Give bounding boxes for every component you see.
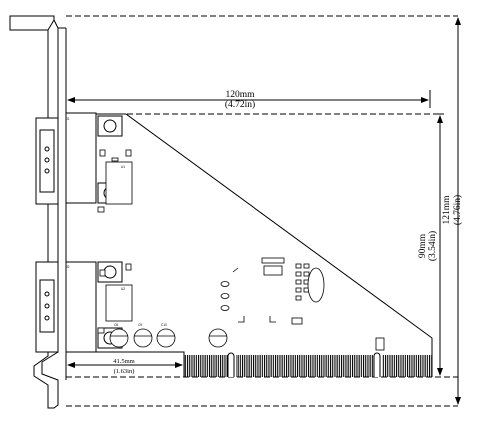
cap-label-c9: C9	[138, 323, 142, 327]
board-height-metric-label: 90mm	[418, 233, 428, 258]
full-height-label-group: 121mm (4.76in)	[442, 195, 463, 225]
full-height-imperial-label: (4.76in)	[452, 195, 463, 225]
connector-label-j2: J2	[66, 265, 70, 269]
cap-label-c10: C10	[161, 323, 167, 327]
connector-offset-metric-label: 41.5mm	[113, 358, 135, 365]
connector-label-j1: J1	[66, 117, 70, 121]
pcb-components	[97, 149, 385, 351]
chip-label-u1: U1	[121, 165, 125, 169]
connector-offset-imperial-label: (1.63in)	[114, 368, 135, 375]
outer-envelope-dashed	[66, 15, 458, 407]
cap-label-c8: C8	[114, 323, 118, 327]
serial-connector-bottom	[35, 261, 123, 353]
full-height-metric-label: 121mm	[442, 195, 452, 225]
pci-edge-connector	[184, 352, 432, 377]
board-height-label-group: 90mm (3.54in)	[418, 231, 438, 261]
width-metric-label: 120mm	[225, 90, 255, 100]
width-imperial-label: (4.72in)	[225, 99, 255, 110]
component-labels: U1 U2 C8 C9 C10 J1 J2	[66, 117, 167, 327]
board-height-imperial-label: (3.54in)	[427, 231, 438, 261]
chip-label-u2: U2	[121, 287, 125, 291]
dimension-lines	[67, 17, 461, 405]
